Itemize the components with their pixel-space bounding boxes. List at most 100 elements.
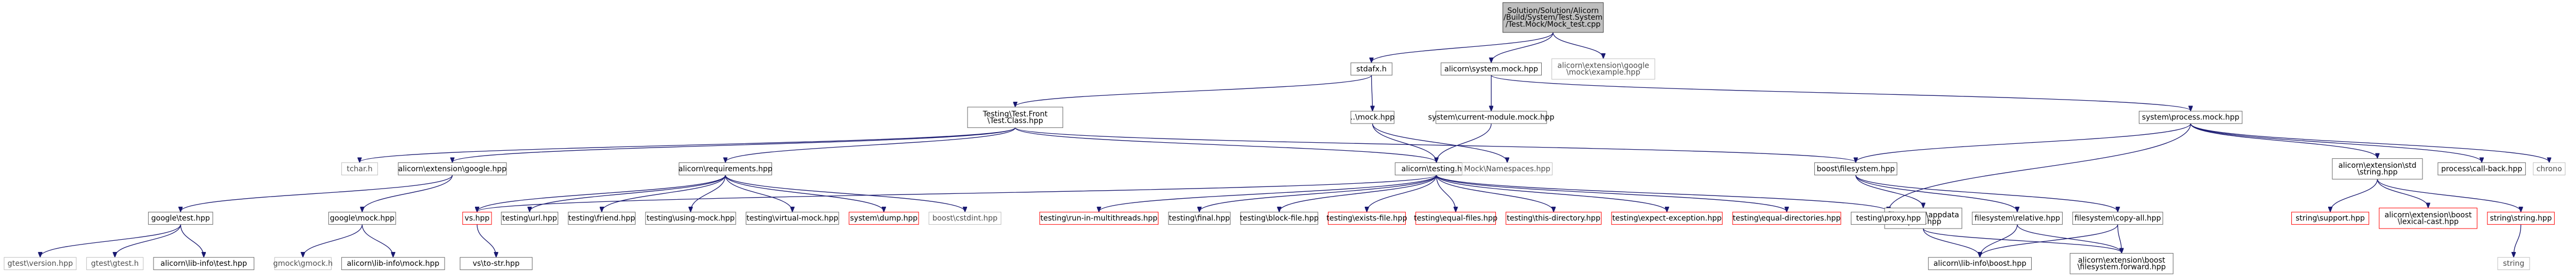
node-label: system\process.mock.hpp xyxy=(2142,113,2240,122)
node-box xyxy=(928,211,1002,225)
graph-node-t_virtual_mock[interactable]: testing\virtual-mock.hpp xyxy=(745,211,839,225)
node-label: alicorn\system.mock.hpp xyxy=(1444,65,1538,74)
node-box xyxy=(679,162,772,176)
graph-node-lib_info_mock[interactable]: alicorn\lib-info\mock.hpp xyxy=(341,257,445,270)
graph-node-string: string xyxy=(2497,257,2530,270)
node-label: google\mock.hpp xyxy=(330,214,395,223)
graph-node-process_mock[interactable]: system\process.mock.hpp xyxy=(2138,111,2243,124)
edge-test_class-to-boost_fs xyxy=(1015,127,1856,162)
graph-node-requirements[interactable]: alicorn\requirements.hpp xyxy=(678,162,772,176)
graph-node-system_mock[interactable]: alicorn\system.mock.hpp xyxy=(1440,62,1542,76)
graph-node-google_mock[interactable]: google\mock.hpp xyxy=(328,211,396,225)
node-box xyxy=(341,257,445,270)
node-label: \lexical-cast.hpp xyxy=(2397,217,2459,226)
node-box xyxy=(1506,211,1602,225)
graph-node-boost_fs[interactable]: boost\filesystem.hpp xyxy=(1814,162,1897,176)
graph-node-vs_str[interactable]: vs\to-str.hpp xyxy=(460,257,533,270)
graph-node-t_equal_dirs[interactable]: testing\equal-directories.hpp xyxy=(1732,211,1841,225)
edge-requirements-to-cstdint xyxy=(725,175,965,212)
edge-testing-to-t_run_multi xyxy=(1099,175,1437,212)
node-box xyxy=(1551,58,1655,80)
node-label: alicorn\extension\std xyxy=(2338,161,2416,170)
node-box xyxy=(2138,111,2243,124)
edge-requirements-to-vs xyxy=(477,175,726,212)
graph-node-boost_lexical[interactable]: alicorn\extension\boost\lexical-cast.hpp xyxy=(2379,207,2477,229)
node-label: string\support.hpp xyxy=(2296,214,2365,223)
graph-node-t_final[interactable]: testing\final.hpp xyxy=(1168,211,1231,225)
node-label: testing\equal-files.hpp xyxy=(1414,214,1498,223)
node-label: string\string.hpp xyxy=(2490,214,2551,223)
edge-ext_std_string-to-boost_lexical xyxy=(2377,179,2428,207)
edge-testing-to-t_this_dir xyxy=(1436,175,1553,212)
node-label: gmock\gmock.h xyxy=(273,259,333,268)
graph-node-current_module[interactable]: system\current-module.mock.hpp xyxy=(1428,111,1555,124)
graph-node-t_proxy[interactable]: testing\proxy.hpp xyxy=(1850,211,1926,225)
graph-node-gmock_example: alicorn\extension\google\mock\example.hp… xyxy=(1551,58,1655,80)
node-label: testing\block-file.hpp xyxy=(1240,214,1319,223)
edge-google_mock-to-lib_info_mock xyxy=(361,224,393,257)
graph-node-str_string[interactable]: string\string.hpp xyxy=(2487,211,2555,225)
graph-node-t_this_dir[interactable]: testing\this-directory.hpp xyxy=(1506,211,1602,225)
edge-boost_fs-to-fs_copy_all xyxy=(1855,175,2118,212)
graph-node-t_block_file[interactable]: testing\block-file.hpp xyxy=(1240,211,1319,225)
node-box xyxy=(2070,252,2174,274)
graph-node-root[interactable]: Solution/Solution/Alicorn/Build/System/T… xyxy=(1502,2,1604,33)
graph-node-t_expect_exc[interactable]: testing\expect-exception.hpp xyxy=(1611,211,1723,225)
node-box xyxy=(2497,257,2530,270)
edge-test_class-to-requirements xyxy=(726,127,1016,162)
node-box xyxy=(849,211,919,225)
graph-node-vs[interactable]: vs.hpp xyxy=(462,211,492,225)
graph-node-sys_dump[interactable]: system\dump.hpp xyxy=(849,211,919,225)
edge-root-to-system_mock xyxy=(1491,32,1553,62)
node-box xyxy=(1928,257,2032,270)
edge-process_mock-to-process_callback xyxy=(2190,123,2482,162)
node-label: alicorn\lib-info\mock.hpp xyxy=(347,259,440,268)
graph-node-lib_info_boost[interactable]: alicorn\lib-info\boost.hpp xyxy=(1928,257,2032,270)
edge-requirements-to-t_url xyxy=(529,175,726,212)
graph-node-mock_h[interactable]: ..\mock.hpp xyxy=(1350,111,1395,124)
node-box xyxy=(1814,162,1897,176)
node-label: Testing\Test.Front xyxy=(983,110,1048,118)
graph-node-boost_fs_fwd[interactable]: alicorn\extension\boost\filesystem.forwa… xyxy=(2070,252,2174,274)
edge-ext_google-to-google_mock xyxy=(362,175,453,212)
node-label: /Build/System/Test.System xyxy=(1503,13,1603,22)
node-box xyxy=(1350,111,1395,124)
edge-requirements-to-t_virtual_mock xyxy=(725,175,793,212)
node-box xyxy=(645,211,736,225)
graph-node-t_url[interactable]: testing\url.hpp xyxy=(501,211,559,225)
edge-stdafx-to-mock_h xyxy=(1372,75,1373,111)
graph-node-ext_std_string[interactable]: alicorn\extension\std\string.hpp xyxy=(2332,158,2423,180)
edge-fs_copy_all-to-lib_info_boost xyxy=(1980,224,2119,257)
graph-node-fs_relative[interactable]: filesystem\relative.hpp xyxy=(1971,211,2063,225)
edge-test_class-to-ext_google xyxy=(452,127,1016,162)
edge-current_module-to-testing xyxy=(1436,123,1492,162)
graph-node-lib_info_test[interactable]: alicorn\lib-info\test.hpp xyxy=(153,257,254,270)
edge-testing-to-t_expect_exc xyxy=(1436,175,1667,212)
graph-node-t_equal_files[interactable]: testing\equal-files.hpp xyxy=(1414,211,1498,225)
node-label: \Test.Class.hpp xyxy=(987,117,1043,125)
edge-fs_appdata-to-lib_info_boost xyxy=(1922,228,1980,257)
graph-node-fs_copy_all[interactable]: filesystem\copy-all.hpp xyxy=(2072,211,2163,225)
edge-google_test-to-gtest_version xyxy=(40,224,181,257)
graph-node-t_exists_file[interactable]: testing\exists-file.hpp xyxy=(1326,211,1407,225)
graph-node-process_callback[interactable]: process\call-back.hpp xyxy=(2437,162,2526,176)
graph-node-google_test[interactable]: google\test.hpp xyxy=(148,211,213,225)
edge-process_mock-to-t_proxy xyxy=(1888,123,2191,211)
node-box xyxy=(341,162,378,176)
graph-node-testing[interactable]: alicorn\testing.hpp xyxy=(1395,162,1478,176)
node-box xyxy=(1611,211,1723,225)
graph-node-ext_google[interactable]: alicorn\extension\google.hpp xyxy=(398,162,507,176)
node-box xyxy=(967,107,1064,128)
graph-node-test_class[interactable]: Testing\Test.Front\Test.Class.hpp xyxy=(967,107,1064,128)
node-box xyxy=(2379,207,2477,229)
graph-node-t_friend[interactable]: testing\friend.hpp xyxy=(568,211,636,225)
graph-node-str_support[interactable]: string\support.hpp xyxy=(2291,211,2370,225)
node-box xyxy=(1168,211,1231,225)
graph-node-stdafx[interactable]: stdafx.h xyxy=(1350,62,1392,76)
graph-node-t_using_mock[interactable]: testing\using-mock.hpp xyxy=(645,211,736,225)
node-label: stdafx.h xyxy=(1356,65,1387,74)
graph-node-t_run_multi[interactable]: testing\run-in-multithreads.hpp xyxy=(1039,211,1158,225)
node-box xyxy=(460,257,533,270)
node-box xyxy=(86,257,144,270)
